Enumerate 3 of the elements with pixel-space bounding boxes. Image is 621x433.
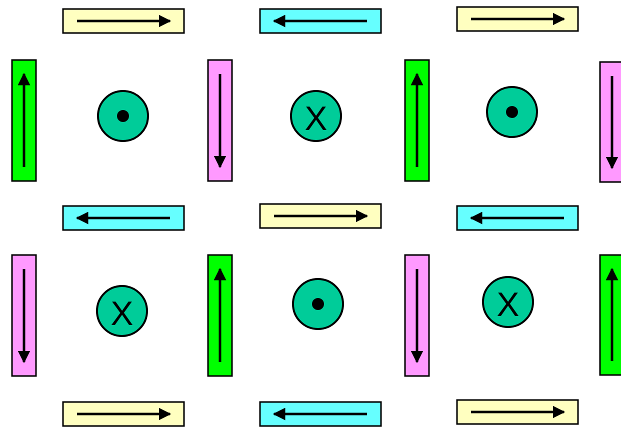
cross-label: X — [304, 102, 328, 136]
cross-label: X — [110, 297, 134, 331]
cross-label: X — [496, 288, 520, 322]
